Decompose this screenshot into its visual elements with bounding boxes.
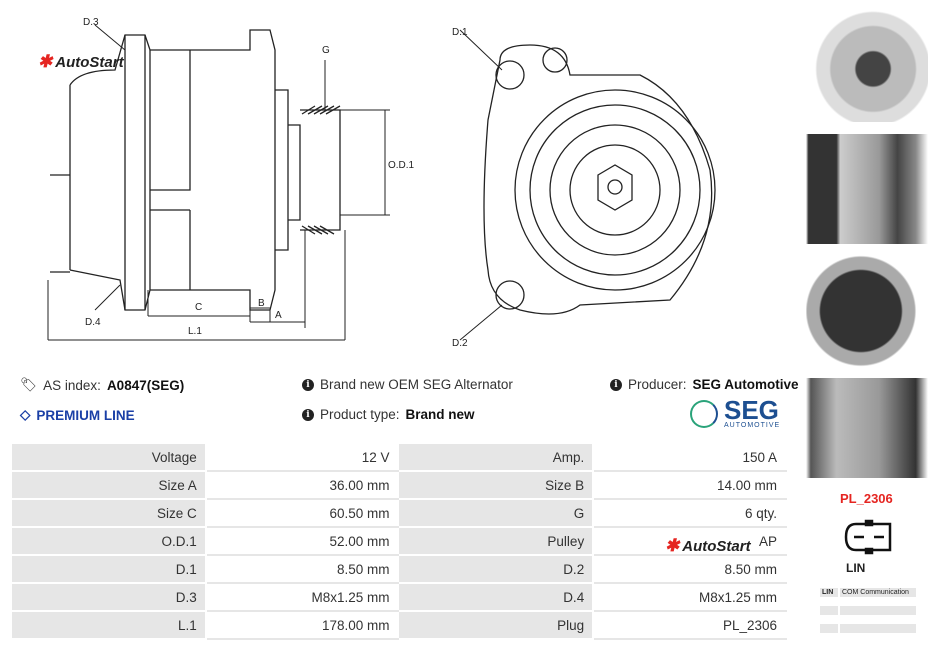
spec-value: 150 A — [592, 442, 787, 472]
spec-value: 12 V — [204, 442, 400, 472]
spec-value: M8x1.25 mm — [592, 582, 787, 612]
spec-label: D.3 — [10, 582, 207, 612]
producer-value: SEG Automotive — [692, 377, 799, 392]
product-photo-angle[interactable] — [806, 378, 928, 478]
as-index-label: AS index: — [43, 377, 101, 393]
product-photo-front[interactable] — [806, 4, 928, 122]
plug-connector-icon — [844, 519, 892, 555]
autostart-watermark-logo: ✱AutoStart — [665, 536, 751, 556]
plug-code: PL_2306 — [840, 491, 893, 506]
svg-text:D.2: D.2 — [452, 338, 468, 349]
info-icon: i — [610, 378, 622, 391]
seg-logo-ring-icon — [690, 399, 718, 428]
pin-row — [820, 606, 916, 615]
product-type-value: Brand new — [405, 407, 475, 422]
svg-text:D.4: D.4 — [85, 317, 101, 328]
spec-value: 14.00 mm — [592, 470, 787, 500]
seg-logo-sub: AUTOMOTIVE — [724, 422, 781, 429]
spec-value: 52.00 mm — [204, 526, 400, 556]
autostart-logo: ✱AutoStart — [38, 52, 124, 72]
svg-text:G: G — [322, 45, 330, 56]
spec-label: D.2 — [397, 554, 595, 584]
logo-text: AutoStart — [55, 53, 124, 71]
svg-text:L.1: L.1 — [188, 326, 202, 337]
pin-name: LIN — [820, 588, 838, 597]
spec-value: 36.00 mm — [204, 470, 400, 500]
front-view-drawing: D.1 D.2 — [452, 27, 716, 349]
spec-label: Amp. — [397, 442, 595, 472]
pin-row — [820, 624, 916, 633]
spec-label: Size B — [397, 470, 595, 500]
premium-label: PREMIUM LINE — [36, 407, 135, 423]
spec-value: 60.50 mm — [204, 498, 400, 528]
spec-label: D.4 — [397, 582, 595, 612]
svg-text:O.D.1: O.D.1 — [388, 160, 415, 171]
plug-type: LIN — [846, 561, 866, 575]
as-index-value: A0847(SEG) — [106, 377, 185, 393]
tag-icon: 🏷 — [20, 377, 38, 392]
spec-label: O.D.1 — [10, 526, 207, 556]
product-type-label: Product type: — [320, 407, 400, 422]
diamond-icon: ◇ — [20, 407, 31, 422]
premium-line-badge: ◇ PREMIUM LINE — [20, 407, 135, 423]
pin-desc: COM Communication — [840, 588, 916, 597]
info-icon: i — [302, 408, 314, 421]
info-icon: i — [302, 378, 314, 391]
svg-text:D.3: D.3 — [83, 17, 99, 28]
as-index: 🏷 AS index: A0847(SEG) — [20, 377, 184, 393]
spec-label: D.1 — [10, 554, 207, 584]
product-photo-side[interactable] — [806, 134, 928, 244]
spec-label: Pulley — [397, 526, 595, 556]
svg-text:C: C — [195, 302, 202, 313]
spec-value: M8x1.25 mm — [204, 582, 400, 612]
product-photo-back[interactable] — [806, 252, 928, 370]
spec-label: Plug — [397, 610, 595, 640]
description: i Brand new OEM SEG Alternator — [302, 377, 513, 392]
product-type: i Product type: Brand new — [302, 407, 475, 422]
spec-label: Size C — [10, 498, 207, 528]
spec-value: 6 qty. — [592, 498, 787, 528]
producer-label: Producer: — [628, 377, 687, 392]
producer: i Producer: SEG Automotive — [610, 377, 799, 392]
logo-text: AutoStart — [682, 537, 751, 555]
seg-logo-text: SEG — [724, 395, 779, 425]
logo-mark-icon: ✱ — [38, 52, 53, 71]
svg-text:A: A — [275, 310, 282, 321]
spec-label: Voltage — [10, 442, 207, 472]
description-text: Brand new OEM SEG Alternator — [320, 377, 513, 392]
spec-label: Size A — [10, 470, 207, 500]
spec-value: PL_2306 — [592, 610, 787, 640]
svg-text:B: B — [258, 298, 265, 309]
side-view-drawing: D.3 D.4 G O.D.1 C B A L.1 — [47, 17, 415, 341]
svg-text:D.1: D.1 — [452, 27, 468, 38]
spec-value: 8.50 mm — [592, 554, 787, 584]
spec-label: G — [397, 498, 595, 528]
spec-value: 8.50 mm — [204, 554, 400, 584]
spec-value: 178.00 mm — [204, 610, 400, 640]
spec-value: AP — [592, 526, 787, 556]
spec-label: L.1 — [10, 610, 207, 640]
logo-mark-icon: ✱ — [665, 536, 680, 555]
